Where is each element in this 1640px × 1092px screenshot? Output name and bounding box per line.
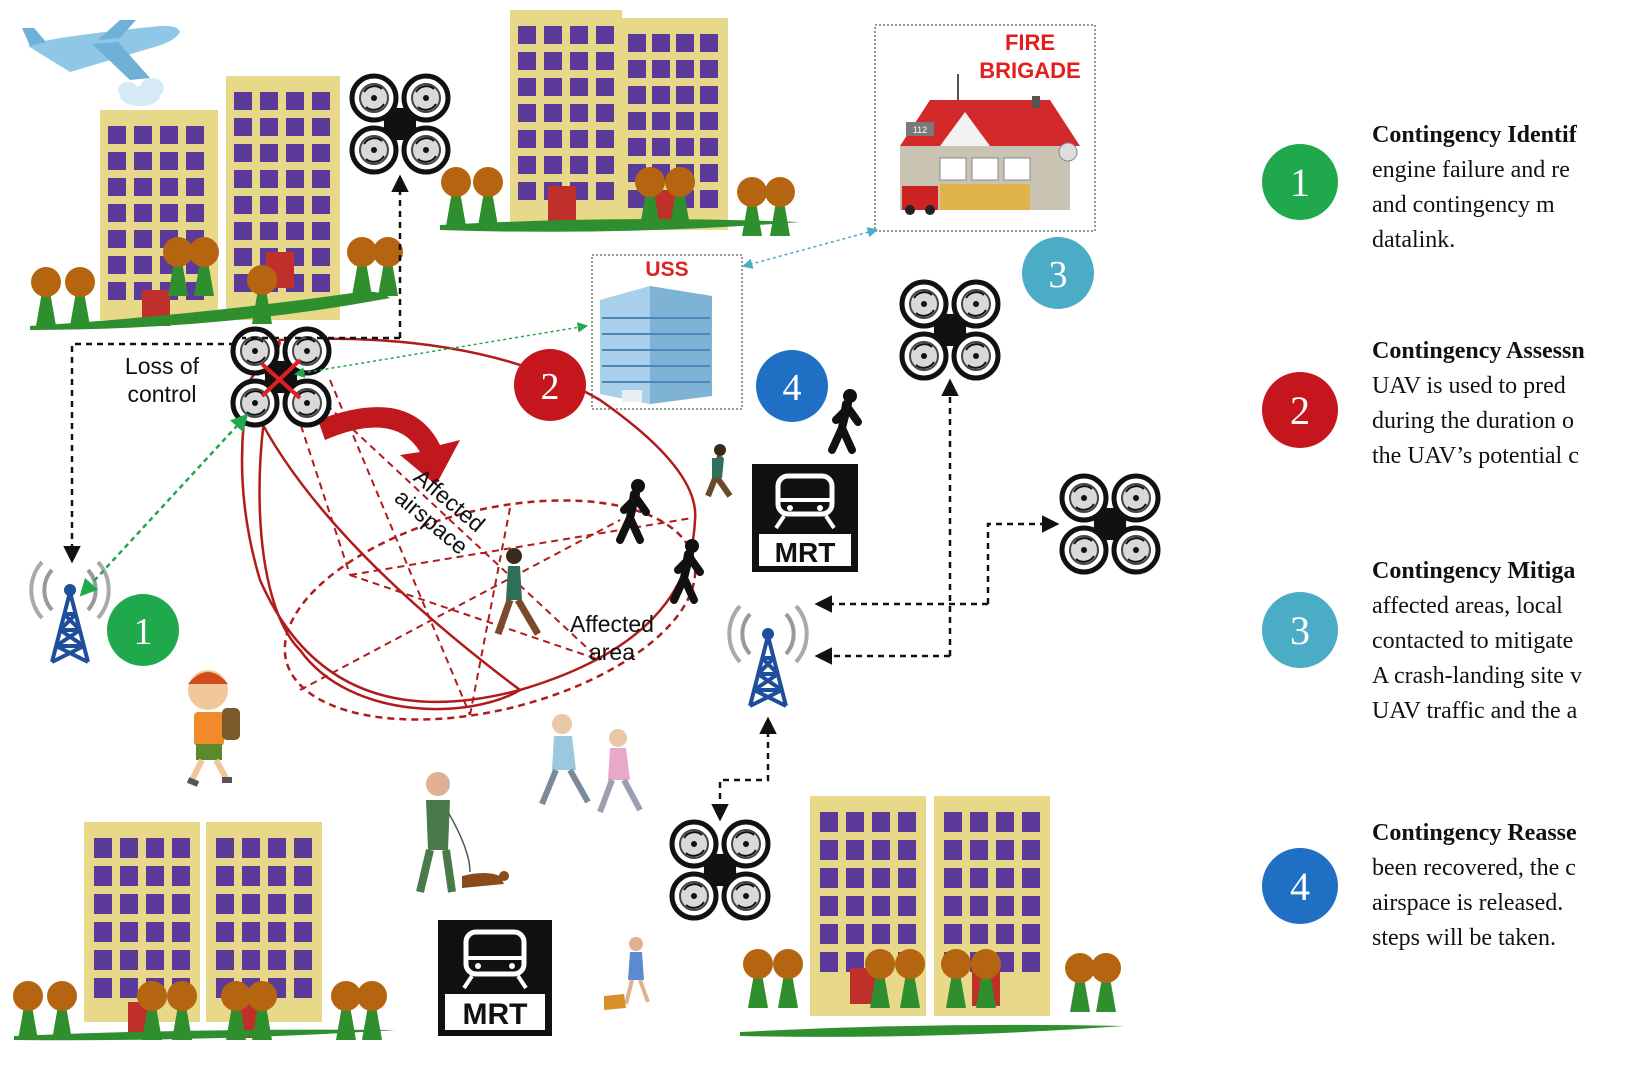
step-2-line-2: during the duration o xyxy=(1372,408,1574,434)
tree-icon xyxy=(31,267,61,326)
mrt-sign-icon-upper: MRT xyxy=(752,464,858,572)
steps-legend: 1 Contingency Identif engine failure and… xyxy=(1262,0,1640,1092)
uss-building-icon xyxy=(600,286,712,404)
step-3-line-1: affected areas, local xyxy=(1372,593,1563,619)
pedestrian-icon-1 xyxy=(832,389,858,450)
step-2-line-1: UAV is used to pred xyxy=(1372,373,1566,399)
step-4-line-2: airspace is released. xyxy=(1372,890,1564,916)
tree-icon xyxy=(1065,953,1095,1012)
cell-tower-icon-right xyxy=(727,604,809,708)
woman-with-dog-icon xyxy=(416,772,509,893)
step-3-line-3: A crash-landing site v xyxy=(1372,663,1582,689)
pedestrian-icon-2 xyxy=(620,479,646,540)
step-4-line-1: been recovered, the c xyxy=(1372,855,1576,881)
tree-icon xyxy=(765,177,795,236)
step-1-line-2: and contingency m xyxy=(1372,192,1555,218)
tree-icon xyxy=(773,949,803,1008)
uss-label: USS xyxy=(645,258,688,281)
step-2-text: Contingency Assessn UAV is used to pred … xyxy=(1372,334,1640,474)
step-4-title: Contingency Reasse xyxy=(1372,820,1577,846)
affected-area-label-line2: area xyxy=(589,639,635,665)
step-2-badge: 2 xyxy=(1262,372,1338,448)
fire-brigade-box xyxy=(874,24,1096,232)
step-4-text: Contingency Reasse been recovered, the c… xyxy=(1372,816,1640,956)
step-3-title: Contingency Mitiga xyxy=(1372,558,1576,584)
woman-walking-icon xyxy=(705,444,733,498)
step-4-badge: 4 xyxy=(1262,848,1338,924)
girl-with-dog-icon xyxy=(604,937,650,1010)
mrt-label-lower: MRT xyxy=(463,998,528,1031)
drone-icon-top xyxy=(352,76,448,172)
drone-icon-far-right xyxy=(1062,476,1158,572)
badge-2-scene-label: 2 xyxy=(541,366,560,408)
mrt-label-upper: MRT xyxy=(775,537,836,568)
tree-icon xyxy=(743,949,773,1008)
uss-links xyxy=(79,227,879,597)
loss-of-control-label-line2: control xyxy=(127,381,196,407)
station-number: 112 xyxy=(913,125,927,135)
airplane-icon xyxy=(22,20,180,80)
badge-3-scene-label: 3 xyxy=(1049,254,1068,296)
tree-icon xyxy=(373,237,403,296)
tree-icon xyxy=(347,237,377,296)
pedestrian-icon-3 xyxy=(674,539,700,600)
step-2-title: Contingency Assessn xyxy=(1372,338,1585,364)
tree-icon xyxy=(1091,953,1121,1012)
drone-icon-right xyxy=(902,282,998,378)
step-1-badge: 1 xyxy=(1262,144,1338,220)
badge-1-scene-label: 1 xyxy=(134,611,153,653)
affected-area-label-line1: Affected xyxy=(570,611,654,637)
step-3-text: Contingency Mitiga affected areas, local… xyxy=(1372,554,1640,729)
tree-icon xyxy=(65,267,95,326)
step-3-line-4: UAV traffic and the a xyxy=(1372,698,1578,724)
fire-brigade-label-line2: BRIGADE xyxy=(979,58,1080,83)
tree-icon xyxy=(473,167,503,226)
step-1-text: Contingency Identif engine failure and r… xyxy=(1372,118,1640,258)
tree-icon xyxy=(441,167,471,226)
fire-brigade-label-line1: FIRE xyxy=(1005,30,1055,55)
step-1-title: Contingency Identif xyxy=(1372,122,1577,148)
badge-4-scene: 4 xyxy=(756,350,828,422)
cloud-icon xyxy=(118,78,164,106)
elderly-couple-icon xyxy=(539,714,643,814)
step-3-line-2: contacted to mitigate xyxy=(1372,628,1574,654)
badge-1-scene: 1 xyxy=(107,594,179,666)
building-bottom-left xyxy=(84,822,322,1022)
badge-2-scene: 2 xyxy=(514,349,586,421)
drone-icon-bottom xyxy=(672,822,768,918)
badge-3-scene: 3 xyxy=(1022,237,1094,309)
step-1-line-3: datalink. xyxy=(1372,227,1456,253)
ground-top-left xyxy=(30,291,390,330)
step-3-badge: 3 xyxy=(1262,592,1338,668)
loss-of-control-label-line1: Loss of xyxy=(125,353,200,379)
tree-icon xyxy=(13,981,43,1040)
tree-icon xyxy=(737,177,767,236)
ground-top-center xyxy=(440,219,800,232)
building-top-center xyxy=(510,10,728,230)
man-in-area-icon xyxy=(494,548,542,636)
failed-drone-icon xyxy=(233,329,329,425)
step-4-line-3: steps will be taken. xyxy=(1372,925,1556,951)
fire-station-icon: 112 xyxy=(900,74,1080,215)
step-2-line-3: the UAV’s potential c xyxy=(1372,443,1579,469)
boy-hiker-icon xyxy=(186,670,240,787)
badge-4-scene-label: 4 xyxy=(783,367,802,409)
ground-bottom-right xyxy=(740,1024,1124,1037)
mrt-sign-icon-lower: MRT xyxy=(438,920,552,1036)
ground-bottom-left xyxy=(14,1029,396,1041)
tree-icon xyxy=(47,981,77,1040)
contingency-scene: USS 112 FIRE BRIGADE MRT xyxy=(13,10,1262,1041)
step-1-line-1: engine failure and re xyxy=(1372,157,1570,183)
drift-arrow-icon xyxy=(318,407,460,485)
